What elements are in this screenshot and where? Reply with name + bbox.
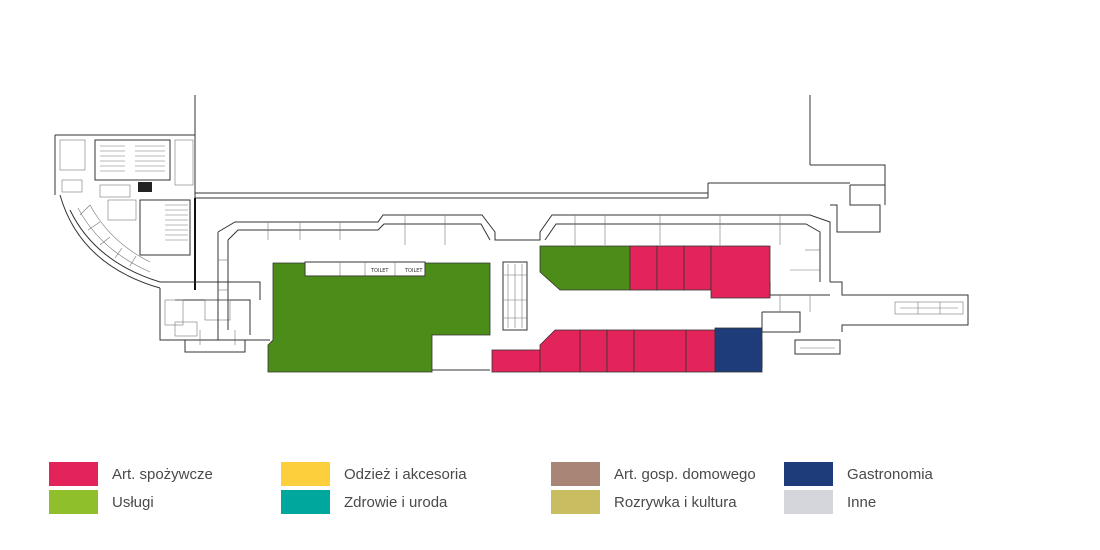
unit-food-s4[interactable] bbox=[606, 329, 635, 373]
left-wing-rooms bbox=[59, 139, 231, 337]
unit-food-s5[interactable] bbox=[633, 329, 687, 373]
legend-swatch-entertainment bbox=[551, 490, 600, 514]
corridor: TOILET TOILET bbox=[217, 214, 969, 371]
mall-floor-plan: TOILET TOILET bbox=[54, 95, 969, 373]
legend-swatch-other bbox=[784, 490, 833, 514]
legend-item-clothing[interactable]: Odzież i akcesoria bbox=[281, 462, 467, 486]
toilet-label-b: TOILET bbox=[404, 268, 423, 274]
legend-label-food: Art. spożywcze bbox=[112, 465, 213, 483]
unit-gastronomy[interactable] bbox=[714, 327, 763, 373]
legend-swatch-health-beauty bbox=[281, 490, 330, 514]
unit-food-n3[interactable] bbox=[683, 245, 712, 291]
legend-item-other[interactable]: Inne bbox=[784, 490, 876, 514]
legend-item-health-beauty[interactable]: Zdrowie i uroda bbox=[281, 490, 447, 514]
legend: Art. spożywcze Usługi Odzież i akcesoria… bbox=[0, 455, 1100, 525]
legend-label-services: Usługi bbox=[112, 493, 154, 511]
legend-label-gastronomy: Gastronomia bbox=[847, 465, 933, 483]
legend-item-gastronomy[interactable]: Gastronomia bbox=[784, 462, 933, 486]
unit-food-n2[interactable] bbox=[656, 245, 685, 291]
legend-label-health-beauty: Zdrowie i uroda bbox=[344, 493, 448, 511]
legend-swatch-gastronomy bbox=[784, 462, 833, 486]
toilet-label-a: TOILET bbox=[370, 268, 389, 274]
shop-units bbox=[267, 245, 771, 373]
legend-item-household[interactable]: Art. gosp. domowego bbox=[551, 462, 756, 486]
legend-label-entertainment: Rozrywka i kultura bbox=[614, 493, 737, 511]
legend-item-entertainment[interactable]: Rozrywka i kultura bbox=[551, 490, 737, 514]
legend-label-clothing: Odzież i akcesoria bbox=[344, 465, 467, 483]
unit-food-s1[interactable] bbox=[491, 349, 541, 373]
unit-food-s2[interactable] bbox=[539, 329, 581, 373]
legend-swatch-household bbox=[551, 462, 600, 486]
legend-swatch-services bbox=[49, 490, 98, 514]
legend-label-other: Inne bbox=[847, 493, 877, 511]
unit-food-s3[interactable] bbox=[579, 329, 608, 373]
legend-swatch-clothing bbox=[281, 462, 330, 486]
unit-food-s6[interactable] bbox=[685, 329, 716, 373]
unit-food-n1[interactable] bbox=[629, 245, 658, 291]
unit-services-north[interactable] bbox=[539, 245, 631, 291]
legend-item-services[interactable]: Usługi bbox=[49, 490, 154, 514]
legend-item-food[interactable]: Art. spożywcze bbox=[49, 462, 213, 486]
unit-food-n4[interactable] bbox=[710, 245, 771, 299]
unit-services-hypermarket[interactable] bbox=[267, 262, 491, 373]
legend-swatch-food bbox=[49, 462, 98, 486]
legend-label-household: Art. gosp. domowego bbox=[614, 465, 756, 483]
